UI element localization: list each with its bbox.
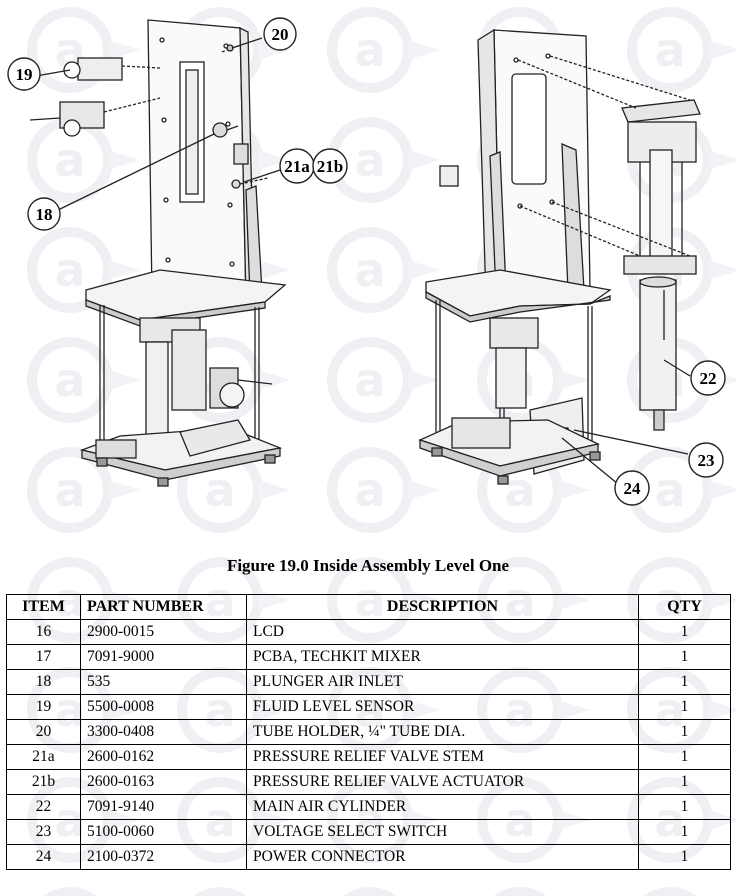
cell-item: 17 <box>6 644 81 670</box>
cell-qty: 1 <box>638 744 731 770</box>
cell-part-number: 7091-9000 <box>80 644 247 670</box>
left-assembly <box>29 19 287 487</box>
svg-text:20: 20 <box>272 25 289 44</box>
svg-text:23: 23 <box>698 451 715 470</box>
cell-part-number: 535 <box>80 669 247 695</box>
cell-item: 20 <box>6 719 81 745</box>
cell-qty: 1 <box>638 669 731 695</box>
cell-description: LCD <box>246 619 639 645</box>
callout-21b: 21b <box>312 148 348 184</box>
cell-qty: 1 <box>638 719 731 745</box>
svg-text:22: 22 <box>700 369 717 388</box>
svg-text:21b: 21b <box>317 157 343 176</box>
table-row: 20 3300-0408 TUBE HOLDER, ¼" TUBE DIA. 1 <box>6 719 731 745</box>
table-row: 18 535 PLUNGER AIR INLET 1 <box>6 669 731 695</box>
cell-part-number: 7091-9140 <box>80 794 247 820</box>
cell-description: FLUID LEVEL SENSOR <box>246 694 639 720</box>
cell-description: PCBA, TECHKIT MIXER <box>246 644 639 670</box>
svg-text:19: 19 <box>16 65 33 84</box>
cell-part-number: 5500-0008 <box>80 694 247 720</box>
cell-description: VOLTAGE SELECT SWITCH <box>246 819 639 845</box>
cell-qty: 1 <box>638 819 731 845</box>
table-row: 24 2100-0372 POWER CONNECTOR 1 <box>6 844 731 870</box>
cell-part-number: 2600-0163 <box>80 769 247 795</box>
cell-description: TUBE HOLDER, ¼" TUBE DIA. <box>246 719 639 745</box>
cell-item: 24 <box>6 844 81 870</box>
callout-20: 20 <box>263 17 297 51</box>
assembly-drawing: 19 20 18 21a 21b 22 23 24 <box>7 17 726 506</box>
cell-item: 22 <box>6 794 81 820</box>
callout-18: 18 <box>27 197 61 231</box>
callout-21a: 21a <box>279 148 315 184</box>
cell-description: POWER CONNECTOR <box>246 844 639 870</box>
table-row: 19 5500-0008 FLUID LEVEL SENSOR 1 <box>6 694 731 720</box>
cell-qty: 1 <box>638 769 731 795</box>
header-part-number: PART NUMBER <box>80 594 247 620</box>
parts-table: ITEM PART NUMBER DESCRIPTION QTY 16 2900… <box>6 594 731 870</box>
figure-caption: Figure 19.0 Inside Assembly Level One <box>226 556 510 575</box>
svg-text:24: 24 <box>624 479 642 498</box>
cell-item: 21a <box>6 744 81 770</box>
header-qty: QTY <box>638 594 731 620</box>
callout-23: 23 <box>688 442 724 478</box>
table-row: 17 7091-9000 PCBA, TECHKIT MIXER 1 <box>6 644 731 670</box>
cell-item: 23 <box>6 819 81 845</box>
cell-item: 16 <box>6 619 81 645</box>
callout-19: 19 <box>7 57 41 91</box>
cell-qty: 1 <box>638 844 731 870</box>
cell-part-number: 2100-0372 <box>80 844 247 870</box>
table-row: 21a 2600-0162 PRESSURE RELIEF VALVE STEM… <box>6 744 731 770</box>
cell-description: PRESSURE RELIEF VALVE ACTUATOR <box>246 769 639 795</box>
table-row: 22 7091-9140 MAIN AIR CYLINDER 1 <box>6 794 731 820</box>
cell-qty: 1 <box>638 644 731 670</box>
cell-qty: 1 <box>638 694 731 720</box>
callout-leaders <box>35 37 691 485</box>
cell-part-number: 3300-0408 <box>80 719 247 745</box>
table-row: 16 2900-0015 LCD 1 <box>6 619 731 645</box>
cell-description: PLUNGER AIR INLET <box>246 669 639 695</box>
svg-text:18: 18 <box>36 205 53 224</box>
header-description: DESCRIPTION <box>246 594 639 620</box>
callout-22: 22 <box>690 360 726 396</box>
right-assembly <box>418 28 701 485</box>
table-header-row: ITEM PART NUMBER DESCRIPTION QTY <box>6 594 731 620</box>
cell-item: 19 <box>6 694 81 720</box>
cell-item: 21b <box>6 769 81 795</box>
svg-text:21a: 21a <box>284 157 310 176</box>
cell-part-number: 5100-0060 <box>80 819 247 845</box>
cell-description: PRESSURE RELIEF VALVE STEM <box>246 744 639 770</box>
callout-24: 24 <box>614 470 650 506</box>
header-item: ITEM <box>6 594 81 620</box>
table-row: 23 5100-0060 VOLTAGE SELECT SWITCH 1 <box>6 819 731 845</box>
cell-description: MAIN AIR CYLINDER <box>246 794 639 820</box>
cell-part-number: 2900-0015 <box>80 619 247 645</box>
table-row: 21b 2600-0163 PRESSURE RELIEF VALVE ACTU… <box>6 769 731 795</box>
cell-qty: 1 <box>638 619 731 645</box>
cell-item: 18 <box>6 669 81 695</box>
cell-part-number: 2600-0162 <box>80 744 247 770</box>
cell-qty: 1 <box>638 794 731 820</box>
